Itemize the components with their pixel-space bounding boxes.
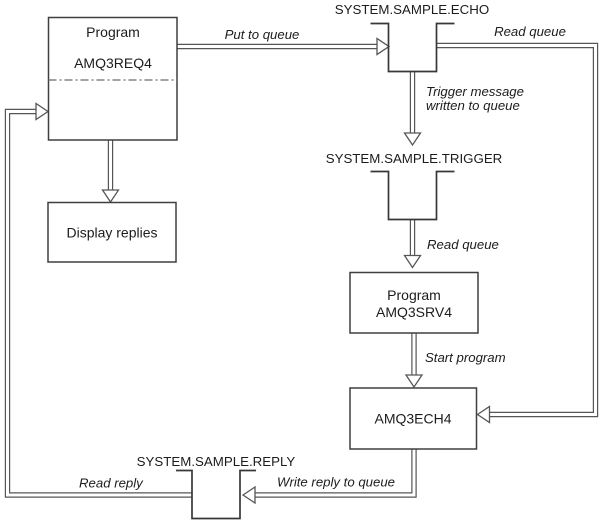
label-trigger-message-line1: Trigger message — [426, 84, 524, 99]
box-program-amq3req4: Program AMQ3REQ4 — [47, 16, 178, 141]
arrowhead-down-icon — [101, 189, 120, 204]
server-box-name: AMQ3SRV4 — [376, 304, 452, 320]
box-program-amq3srv4: Program AMQ3SRV4 — [349, 271, 479, 334]
arrowhead-right-icon — [35, 102, 50, 121]
queue-system-sample-trigger: SYSTEM.SAMPLE.TRIGGER — [326, 151, 503, 221]
connector-read-reply — [4, 102, 192, 498]
label-read-queue-trigger: Read queue — [427, 237, 499, 252]
queue-icon — [370, 170, 455, 221]
connector-put-to-queue — [177, 37, 391, 56]
server-box-title: Program — [387, 287, 441, 303]
arrowhead-left-icon — [476, 405, 491, 424]
queue-system-sample-echo: SYSTEM.SAMPLE.ECHO — [335, 2, 489, 73]
connector-read-queue-trigger — [403, 219, 422, 269]
reply-queue-label: SYSTEM.SAMPLE.REPLY — [137, 454, 296, 469]
label-write-reply: Write reply to queue — [277, 475, 395, 490]
requester-box-title: Program — [86, 24, 140, 40]
arrowhead-right-icon — [376, 37, 391, 56]
connector-trigger-message — [403, 71, 422, 147]
arrowhead-left-icon — [241, 485, 256, 505]
requester-box-name: AMQ3REQ4 — [74, 55, 152, 71]
label-trigger-message-line2: written to queue — [426, 98, 520, 113]
box-amq3ech4: AMQ3ECH4 — [349, 387, 478, 450]
label-start-program: Start program — [425, 350, 506, 365]
queue-icon — [370, 22, 455, 73]
box-display-replies: Display replies — [47, 201, 177, 263]
queue-system-sample-reply: SYSTEM.SAMPLE.REPLY — [137, 454, 296, 520]
connector-write-reply — [241, 449, 417, 505]
connector-display-replies — [101, 140, 120, 204]
queue-icon — [176, 469, 256, 520]
arrowhead-down-icon — [403, 254, 422, 269]
arrowhead-down-icon — [404, 374, 424, 389]
connector-start-program — [404, 333, 424, 389]
trigger-queue-label: SYSTEM.SAMPLE.TRIGGER — [326, 151, 503, 166]
display-replies-label: Display replies — [66, 225, 157, 241]
arrowhead-down-icon — [403, 132, 422, 147]
echo-program-label: AMQ3ECH4 — [374, 411, 451, 427]
connector-read-queue-echo — [436, 42, 599, 424]
label-read-reply: Read reply — [79, 476, 144, 491]
label-read-queue-echo: Read queue — [494, 24, 566, 39]
echo-queue-label: SYSTEM.SAMPLE.ECHO — [335, 2, 489, 17]
label-put-to-queue: Put to queue — [225, 27, 300, 42]
